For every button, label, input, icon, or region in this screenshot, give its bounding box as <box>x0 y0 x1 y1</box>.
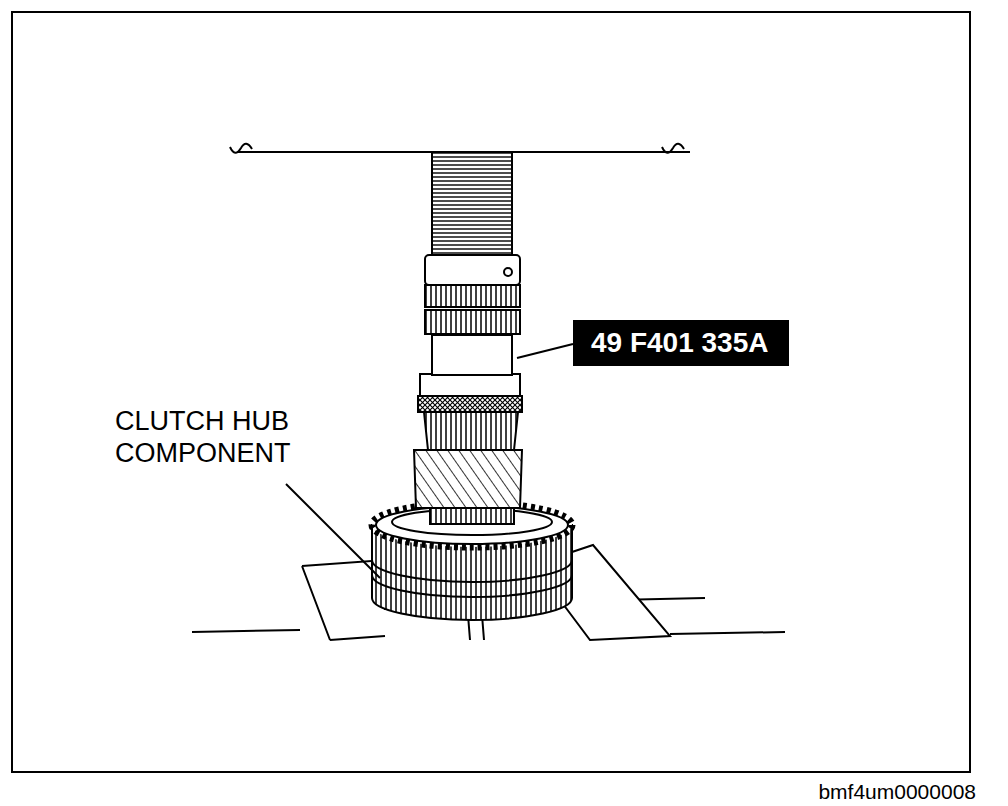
press-block-right <box>560 545 670 640</box>
gear-bands <box>372 560 572 597</box>
part-label: CLUTCH HUB COMPONENT <box>115 405 355 470</box>
knurled-collar <box>418 396 522 412</box>
tool-knurl <box>425 285 520 307</box>
bearing <box>424 412 518 450</box>
tool-callout-box: 49 F401 335A <box>573 320 789 366</box>
tool-collar <box>420 374 520 396</box>
leader-line <box>517 344 573 358</box>
leader-line <box>286 484 380 578</box>
tool-neck <box>432 335 512 375</box>
tool-pin <box>504 268 512 276</box>
tool-number: 49 F401 335A <box>591 326 771 360</box>
figure-code: bmf4um0000008 <box>818 779 976 804</box>
tool-body <box>425 255 520 285</box>
tool-knurl <box>425 310 520 334</box>
helical-gear <box>414 450 522 508</box>
threaded-rod <box>432 152 512 256</box>
frame-border <box>12 12 970 772</box>
